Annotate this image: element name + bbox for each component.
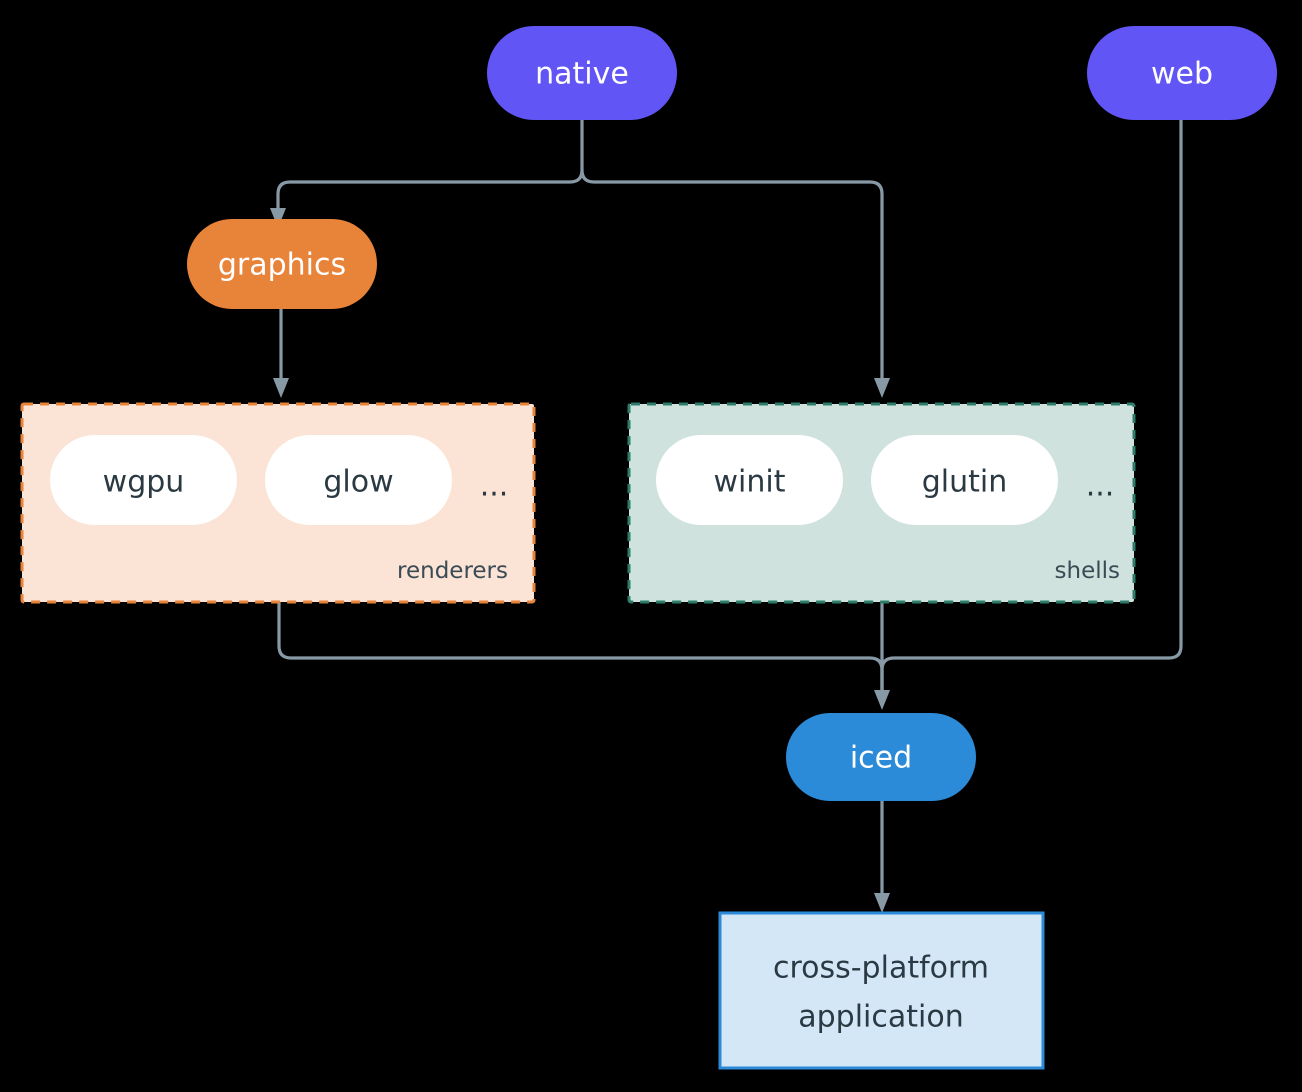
node-cross-platform-application-label-line2: application <box>798 1000 963 1035</box>
edge-graphics-to-renderers-arrowhead <box>273 378 289 398</box>
renderer-item-glow[interactable]: glow <box>265 435 452 525</box>
group-renderers: wgpu glow ... renderers <box>20 402 536 604</box>
node-native[interactable]: native <box>487 26 677 120</box>
edge-web-to-iced <box>880 118 1183 694</box>
group-shells-caption: shells <box>1055 558 1120 584</box>
edge-native-to-shells <box>580 168 884 382</box>
shell-item-winit-pill[interactable] <box>656 435 843 525</box>
node-graphics[interactable]: graphics <box>187 219 377 309</box>
edge-native-trunk <box>276 118 584 214</box>
group-renderers-caption: renderers <box>397 558 508 584</box>
node-cross-platform-application-shape[interactable] <box>718 911 1045 1070</box>
shell-item-winit-label: winit <box>714 465 786 500</box>
renderer-item-wgpu[interactable]: wgpu <box>50 435 237 525</box>
shell-item-glutin[interactable]: glutin <box>871 435 1058 525</box>
node-native-label: native <box>535 57 629 92</box>
renderer-item-wgpu-pill[interactable] <box>50 435 237 525</box>
renderer-item-glow-label: glow <box>323 465 393 500</box>
node-web-label: web <box>1151 57 1213 92</box>
shell-item-glutin-pill[interactable] <box>871 435 1058 525</box>
renderer-item-glow-pill[interactable] <box>265 435 452 525</box>
edge-native-to-graphics-arrowhead <box>270 208 286 228</box>
shells-overflow-ellipsis: ... <box>1086 469 1115 504</box>
node-iced-shape[interactable] <box>786 713 976 801</box>
shell-item-winit[interactable]: winit <box>656 435 843 525</box>
node-native-shape[interactable] <box>487 26 677 120</box>
group-shells: winit glutin ... shells <box>627 402 1136 604</box>
node-cross-platform-application-label-line1: cross-platform <box>773 951 989 986</box>
edge-merge-to-iced-arrowhead <box>874 690 890 710</box>
edge-layer <box>270 118 1183 913</box>
edge-iced-to-application-arrowhead <box>874 893 890 913</box>
node-iced[interactable]: iced <box>786 713 976 801</box>
node-graphics-shape[interactable] <box>187 219 377 309</box>
renderers-overflow-ellipsis: ... <box>480 469 509 504</box>
node-iced-label: iced <box>850 741 912 776</box>
node-graphics-label: graphics <box>218 248 346 283</box>
node-web-shape[interactable] <box>1087 26 1277 120</box>
edge-renderers-to-iced <box>277 600 884 694</box>
node-cross-platform-application[interactable]: cross-platform application <box>718 911 1045 1070</box>
edge-native-to-shells-arrowhead <box>874 378 890 398</box>
node-web[interactable]: web <box>1087 26 1277 120</box>
shell-item-glutin-label: glutin <box>922 465 1008 500</box>
renderer-item-wgpu-label: wgpu <box>103 465 185 500</box>
